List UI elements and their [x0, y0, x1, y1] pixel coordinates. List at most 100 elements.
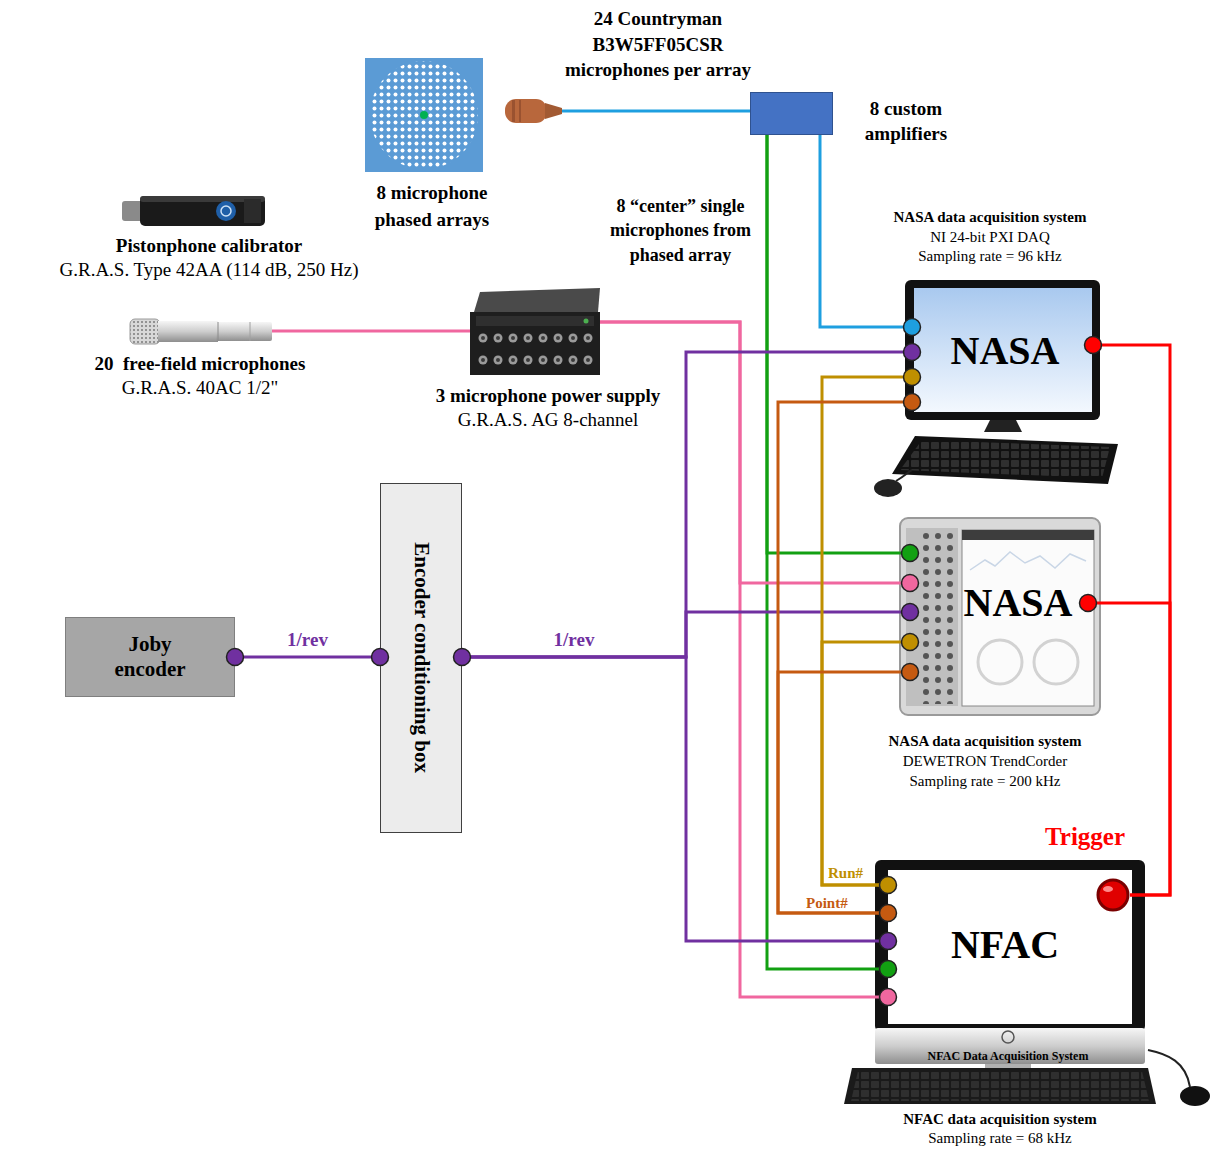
phased-array-illustration	[420, 111, 428, 119]
text-slot: G.R.A.S. AG 8-channel	[423, 408, 673, 433]
microphone-figure: 20 free-field microphonesG.R.A.S. 40AC 1…	[130, 318, 272, 345]
text-slot: NASA	[953, 580, 1083, 626]
text-slot: G.R.A.S. Type 42AA (114 dB, 250 Hz)	[14, 258, 404, 283]
text-slot: Sampling rate = 96 kHz	[850, 247, 1130, 267]
text-slot: NASA data acquisition system	[845, 732, 1125, 752]
signal-wire	[778, 402, 912, 913]
signal-wire	[562, 110, 750, 113]
port-dot	[372, 649, 389, 666]
text-slot: Point#	[806, 894, 868, 912]
signal-wire	[462, 657, 888, 941]
portable-recorder-illustration	[962, 530, 1094, 540]
portable-recorder-illustration	[920, 530, 956, 704]
recorder-figure: NASANASA data acquisition systemDEWETRON…	[910, 520, 1088, 710]
all-in-one-computer-illustration	[851, 1071, 1149, 1101]
caption-text: DEWETRON TrendCorder	[903, 752, 1068, 772]
port-dot	[904, 319, 921, 336]
signal-wire	[767, 135, 910, 553]
text-slot: NFAC data acquisition system	[860, 1110, 1140, 1130]
port-dot	[227, 319, 1102, 1006]
caption-text: 8 microphone phased arrays	[357, 180, 507, 233]
text-slot: 8 custom amplifiers	[841, 97, 971, 146]
box-label: Encoder conditioning box	[408, 542, 433, 773]
caption-text: Sampling rate = 68 kHz	[928, 1129, 1071, 1149]
phased-array-illustration	[365, 58, 483, 172]
lavalier-microphone-illustration	[505, 99, 562, 123]
port-dot	[880, 961, 897, 978]
desktop-computer-illustration	[896, 470, 912, 481]
power-supply-figure: 3 microphone power supplyG.R.A.S. AG 8-c…	[470, 290, 600, 375]
screen-title: NFAC	[951, 922, 1059, 968]
signal-wire	[767, 135, 888, 969]
desktop-computer-illustration	[892, 436, 1118, 484]
caption-text: NASA data acquisition system	[889, 732, 1082, 752]
port-dot	[902, 634, 919, 651]
caption-text: 20 free-field microphones	[95, 352, 306, 377]
free-field-microphone-illustration	[130, 319, 272, 344]
lavalier-microphone-illustration	[519, 100, 521, 122]
all-in-one-computer-illustration	[875, 1028, 1145, 1064]
caption-text: G.R.A.S. AG 8-channel	[458, 408, 638, 433]
conditioning-box: Encoder conditioning box	[380, 483, 462, 833]
text-slot: NASA data acquisition system	[850, 208, 1130, 228]
text-slot: 24 Countryman B3W5FF05CSR microphones pe…	[543, 6, 773, 83]
calibrator-illustration	[140, 196, 265, 226]
signal-wire	[272, 330, 470, 333]
port-dot	[227, 649, 244, 666]
power-supply-illustration	[476, 316, 594, 326]
text-slot: 8 “center” single microphones from phase…	[603, 194, 758, 267]
free-field-microphone-illustration	[216, 322, 272, 341]
caption-text: NFAC data acquisition system	[903, 1110, 1096, 1130]
port-dot	[904, 344, 921, 361]
port-dot	[880, 905, 897, 922]
caption-text: NASA data acquisition system	[894, 208, 1087, 228]
screen-title: NASA	[964, 580, 1073, 626]
desktop-computer-illustration	[905, 280, 1100, 420]
signal-label: 1/rev	[285, 629, 330, 652]
free-field-microphone-illustration	[250, 322, 251, 341]
desktop-computer-illustration	[874, 479, 902, 497]
text-slot: Encoder conditioning box	[408, 482, 433, 832]
free-field-microphone-illustration	[218, 322, 219, 341]
power-supply-illustration	[470, 288, 600, 375]
all-in-one-computer-illustration	[1148, 1050, 1190, 1087]
signal-name: Point#	[806, 896, 848, 911]
caption-text: G.R.A.S. 40AC 1/2"	[122, 376, 279, 401]
signal-label: 1/rev	[552, 629, 597, 652]
portable-recorder-illustration	[906, 528, 958, 706]
all-in-one-computer-illustration	[888, 870, 1132, 1024]
lavalier-microphone-illustration	[545, 103, 562, 119]
text-slot: NI 24-bit PXI DAQ	[850, 228, 1130, 248]
caption-text: Sampling rate = 200 kHz	[910, 772, 1061, 792]
text-slot: 1/rev	[529, 629, 619, 652]
calibrator-illustration	[221, 206, 231, 216]
port-dot	[904, 394, 921, 411]
signal-wire	[820, 135, 912, 327]
trigger-button	[1103, 886, 1113, 892]
desktop-computer-illustration	[984, 420, 1022, 432]
text-slot: Pistonphone calibrator	[14, 234, 404, 259]
signal-wire	[1088, 603, 1170, 895]
encoder-box: Joby encoder	[65, 617, 235, 697]
trigger-button	[1098, 880, 1128, 910]
port-dot	[902, 575, 919, 592]
microphone-figure: 24 Countryman B3W5FF05CSR microphones pe…	[505, 98, 562, 124]
signal-name: Run#	[828, 865, 863, 882]
port-dot	[902, 604, 919, 621]
desktop-computer-illustration	[874, 280, 1118, 497]
signal-wire	[600, 322, 910, 583]
power-supply-illustration	[470, 312, 600, 375]
signal-wire	[600, 322, 888, 997]
caption-text: Pistonphone calibrator	[116, 234, 302, 259]
all-in-one-computer-illustration	[1002, 1031, 1014, 1043]
all-in-one-computer-illustration	[1180, 1086, 1210, 1106]
text-slot: NFAC Data Acquisition System	[900, 1046, 1116, 1064]
caption-text: 3 microphone power supply	[436, 384, 661, 409]
phased-array-illustration	[370, 61, 478, 169]
power-supply-illustration	[476, 330, 596, 374]
port-dot	[1085, 337, 1102, 354]
lavalier-microphone-illustration	[512, 100, 515, 122]
annotation-text: 8 “center” single microphones from phase…	[603, 194, 758, 267]
